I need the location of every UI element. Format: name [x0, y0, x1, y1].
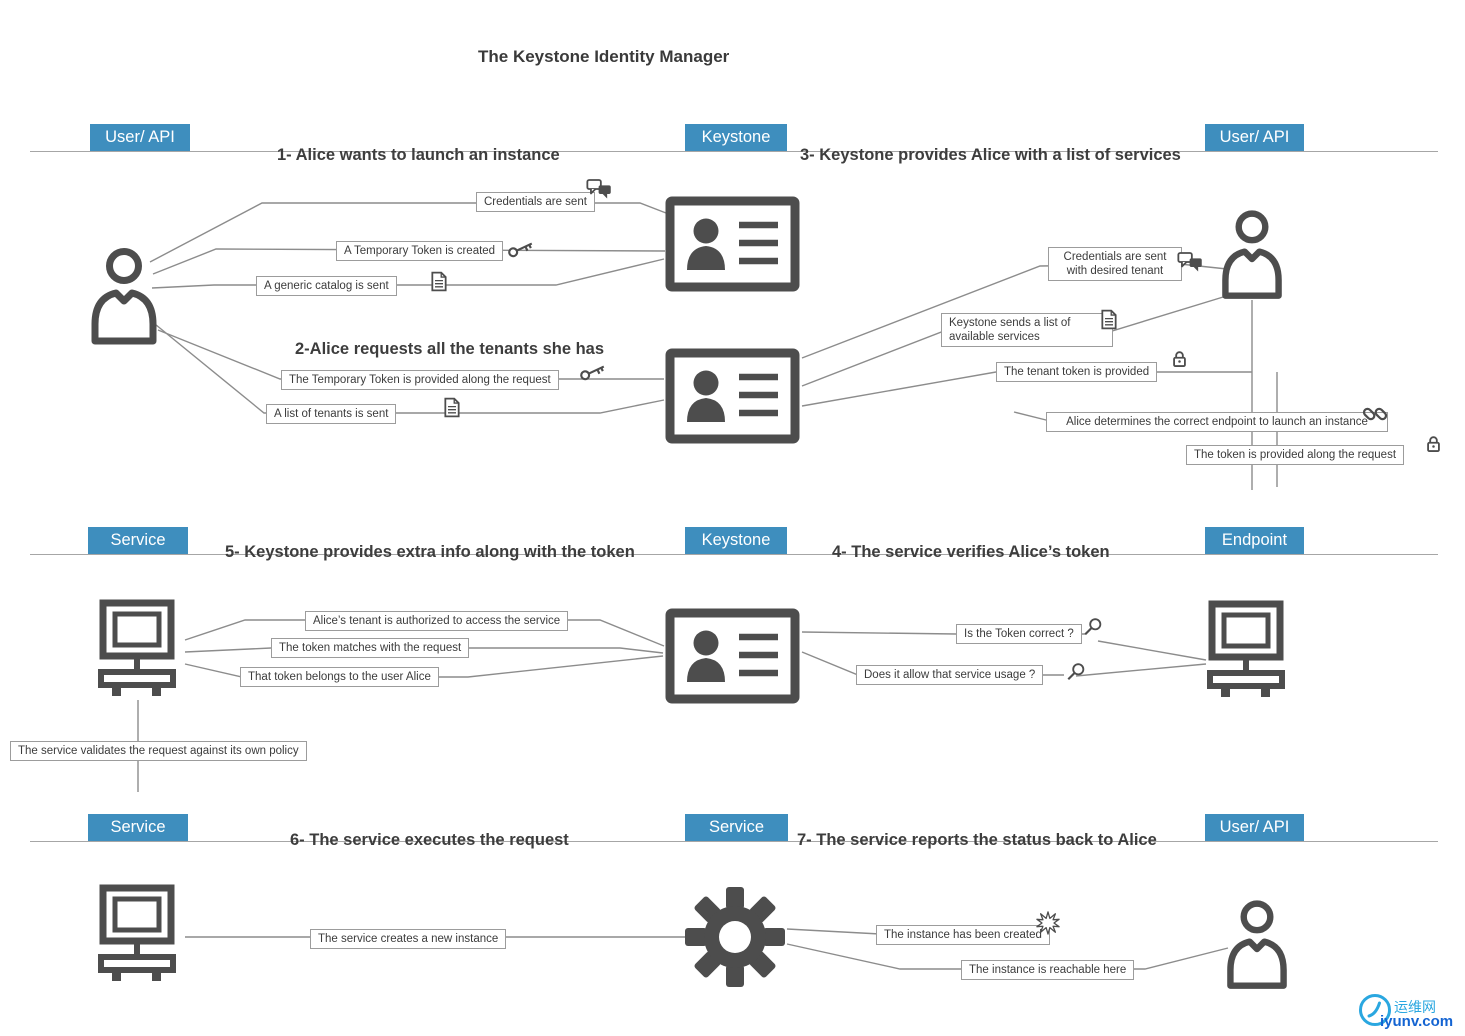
label-instance-created: The instance has been created: [876, 925, 1050, 945]
magnifier-icon: [1083, 617, 1103, 637]
section-title-3: 3- Keystone provides Alice with a list o…: [800, 146, 1181, 164]
magnifier-icon: [1066, 662, 1086, 682]
label-tenant-authorized: Alice’s tenant is authorized to access t…: [305, 611, 569, 631]
keystone-id-card-icon: [665, 348, 800, 444]
label-instance-reachable: The instance is reachable here: [961, 960, 1135, 980]
padlock-icon: [1426, 434, 1441, 454]
user-person-icon: [88, 245, 160, 345]
page-title: The Keystone Identity Manager: [478, 47, 730, 66]
label-credentials-sent: Credentials are sent: [476, 192, 595, 212]
lane-header-row1-user-api-right: User/ API: [1205, 124, 1304, 151]
watermark-url: iyunv.com: [1380, 1013, 1454, 1030]
service-gear-icon: [685, 887, 785, 987]
section-title-1: 1- Alice wants to launch an instance: [277, 146, 560, 164]
lane-header-row3-service-center: Service: [685, 814, 788, 841]
label-creates-instance: The service creates a new instance: [310, 929, 507, 949]
label-token-with-request: The token is provided along the request: [1186, 445, 1405, 465]
keystone-id-card-icon: [665, 196, 800, 292]
lane-header-row1-user-api-left: User/ API: [90, 124, 190, 151]
label-token-correct: Is the Token correct ?: [956, 624, 1082, 644]
document-icon: [1101, 309, 1117, 330]
endpoint-computer-icon: [1203, 600, 1295, 702]
label-token-matches: The token matches with the request: [271, 638, 470, 658]
watermark-name: 运维网: [1394, 999, 1436, 1015]
label-tenants-list: A list of tenants is sent: [266, 404, 397, 424]
label-temp-token-provided: The Temporary Token is provided along th…: [281, 370, 559, 390]
label-token-belongs: That token belongs to the user Alice: [240, 667, 439, 687]
lane-header-row2-endpoint: Endpoint: [1205, 527, 1304, 554]
lane-header-row3-user-api: User/ API: [1205, 814, 1304, 841]
label-policy-validate: The service validates the request agains…: [10, 741, 307, 761]
label-generic-catalog: A generic catalog is sent: [256, 276, 397, 296]
label-services-list: Keystone sends a list of available servi…: [941, 313, 1113, 347]
lane-header-row1-keystone: Keystone: [685, 124, 787, 151]
user-person-icon: [1224, 896, 1290, 991]
lane-header-row2-service: Service: [88, 527, 188, 554]
section-title-5: 5- Keystone provides extra info along wi…: [225, 543, 635, 561]
label-service-usage: Does it allow that service usage ?: [856, 665, 1044, 685]
burst-icon: [1036, 911, 1060, 935]
label-credentials-tenant: Credentials are sent with desired tenant: [1048, 247, 1182, 281]
section-title-7: 7- The service reports the status back t…: [797, 831, 1157, 849]
label-temp-token-created: A Temporary Token is created: [336, 241, 504, 261]
keystone-id-card-icon: [665, 608, 800, 704]
padlock-icon: [1172, 349, 1187, 369]
document-icon: [444, 397, 460, 418]
service-computer-icon: [94, 884, 186, 986]
speech-bubbles-icon: [1177, 250, 1204, 274]
document-icon: [431, 271, 447, 292]
lane-header-row2-keystone: Keystone: [685, 527, 787, 554]
label-endpoint-determine: Alice determines the correct endpoint to…: [1046, 412, 1388, 432]
user-person-icon: [1219, 206, 1285, 301]
lane-header-row3-service-left: Service: [88, 814, 188, 841]
service-computer-icon: [94, 599, 186, 701]
chain-link-icon: [1362, 401, 1388, 427]
section-title-2: 2-Alice requests all the tenants she has: [295, 340, 605, 358]
speech-bubbles-icon: [586, 177, 613, 201]
section-title-6: 6- The service executes the request: [290, 831, 569, 849]
section-title-4: 4- The service verifies Alice’s token: [832, 543, 1110, 561]
label-tenant-token: The tenant token is provided: [996, 362, 1158, 382]
